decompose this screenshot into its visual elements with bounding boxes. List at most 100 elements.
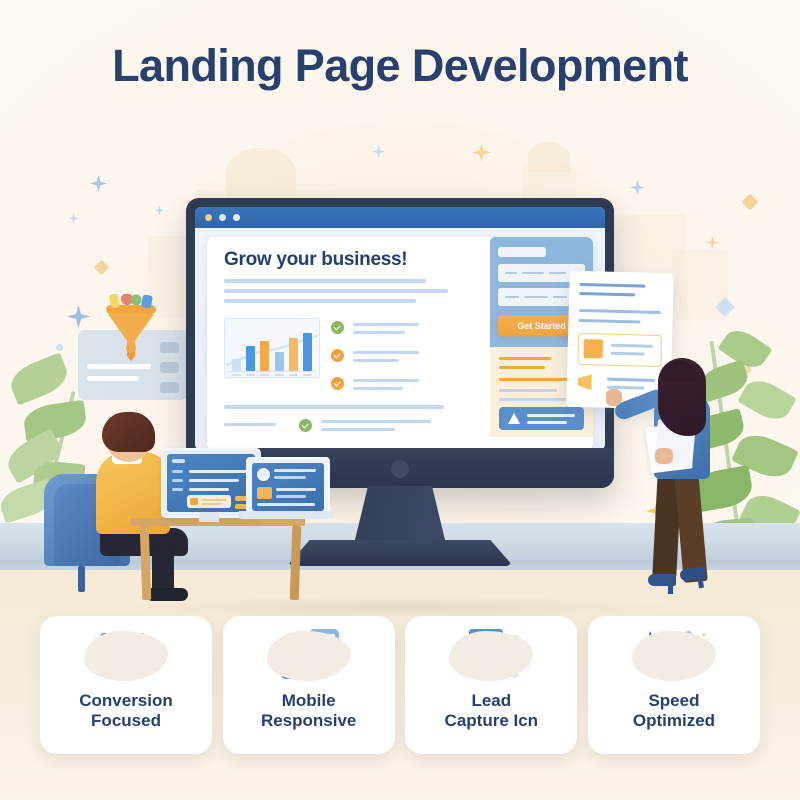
floor-shadow: [120, 596, 680, 618]
chart-bar: [303, 333, 313, 371]
chart-tick: [231, 374, 241, 376]
power-button-icon[interactable]: [391, 460, 409, 478]
sparkle-icon: [68, 213, 79, 224]
thumbnail-icon: [583, 339, 604, 359]
text-line: [224, 423, 276, 426]
landing-page-mock: Grow your business!: [195, 228, 605, 450]
monitor-base: [287, 540, 513, 566]
monitor-neck: [353, 486, 447, 548]
form-title-placeholder: [498, 247, 546, 257]
chart-tick: [289, 374, 298, 376]
browser-titlebar: [195, 207, 605, 228]
secondary-monitor-stand: [199, 512, 219, 522]
decor-dot: [56, 344, 63, 351]
text-line: [353, 323, 419, 326]
person-shoe: [146, 588, 188, 601]
sparkle-icon: [630, 180, 645, 195]
hero-card: Grow your business!: [207, 237, 593, 450]
sparkle-icon: [472, 143, 491, 162]
feature-card-lead-capture[interactable]: Lead Capture Icn: [405, 616, 578, 754]
text-line: [353, 331, 405, 334]
hero-headline: Grow your business!: [224, 249, 408, 270]
feature-card-label: Speed Optimized: [633, 691, 715, 731]
text-line: [321, 420, 431, 423]
sparkle-icon: [90, 175, 107, 192]
text-line: [353, 351, 419, 354]
person-shin: [152, 546, 174, 598]
video-cta-block[interactable]: [499, 407, 584, 430]
text-line: [499, 389, 557, 392]
laptop-screen: [252, 463, 324, 511]
browser-dot-light[interactable]: [219, 214, 226, 221]
text-line: [579, 282, 646, 288]
get-started-button[interactable]: Get Started: [498, 315, 585, 336]
text-line: [499, 366, 545, 369]
city-dome: [528, 142, 570, 172]
chart-bar: [231, 359, 241, 371]
funnel-icon: [100, 293, 162, 362]
text-line: [353, 359, 399, 362]
check-icon: [331, 377, 344, 390]
chart-tick: [260, 374, 270, 376]
laptop: [246, 457, 330, 517]
text-line: [224, 405, 444, 409]
presenter-pointing-hand: [606, 389, 622, 406]
text-line: [499, 357, 551, 360]
play-icon: [508, 413, 520, 424]
decor-square: [741, 193, 759, 211]
label-line-2: Responsive: [260, 711, 357, 730]
page-title: Landing Page Development: [112, 40, 688, 91]
label-line-1: Mobile: [281, 691, 336, 710]
feature-card-speed-optimized[interactable]: Speed Optimized: [587, 616, 760, 754]
desk-edge: [0, 560, 800, 572]
plant-leaf: [5, 352, 73, 406]
label-line-2: Focused: [91, 711, 161, 730]
text-line: [606, 377, 655, 382]
chart-tick: [303, 374, 313, 376]
browser-dot-light[interactable]: [233, 214, 240, 221]
chart-bar: [260, 341, 270, 371]
label-line-2: Capture Icn: [444, 711, 539, 730]
text-line: [499, 398, 579, 401]
feature-card-label: Lead Capture Icn: [445, 691, 539, 731]
form-input-email[interactable]: [498, 288, 585, 306]
form-capture-icon: [443, 625, 539, 685]
laptop-base: [237, 511, 335, 519]
secondary-monitor: [161, 448, 261, 518]
media-block: [577, 332, 663, 368]
feature-card-label: Conversion Focused: [79, 691, 173, 731]
analytics-bar-chart: [224, 318, 320, 378]
sparkle-icon: [67, 305, 90, 328]
text-line: [224, 299, 416, 303]
feature-card-mobile-responsive[interactable]: Mobile Responsive: [222, 616, 395, 754]
check-icon: [331, 349, 344, 362]
secondary-monitor-screen: [167, 454, 255, 512]
person-hair: [102, 412, 155, 452]
text-line: [224, 289, 448, 293]
text-line: [353, 387, 403, 390]
tablets-icon: [261, 625, 357, 685]
label-line-1: Conversion: [79, 691, 173, 710]
label-line-1: Lead: [471, 691, 512, 710]
feature-card-label: Mobile Responsive: [261, 691, 356, 731]
chart-axis: [228, 371, 316, 372]
chart-bar: [289, 338, 298, 371]
check-icon: [299, 419, 312, 432]
text-line: [578, 318, 641, 324]
chair-leg: [78, 566, 85, 592]
funnel-target-icon: [78, 625, 174, 685]
text-line: [353, 379, 419, 382]
feature-card-conversion-focused[interactable]: Conversion Focused: [40, 616, 212, 754]
browser-dot-yellow[interactable]: [205, 214, 212, 221]
presenter-heel: [668, 580, 673, 594]
decor-square: [93, 259, 110, 276]
check-icon: [331, 321, 344, 334]
megaphone-icon: [578, 374, 600, 391]
chart-bar: [274, 351, 284, 371]
chart-bar: [246, 346, 255, 371]
presenter-hand: [655, 448, 673, 464]
sparkle-icon: [372, 145, 385, 158]
text-line: [321, 428, 395, 431]
form-input-name[interactable]: [498, 264, 585, 282]
